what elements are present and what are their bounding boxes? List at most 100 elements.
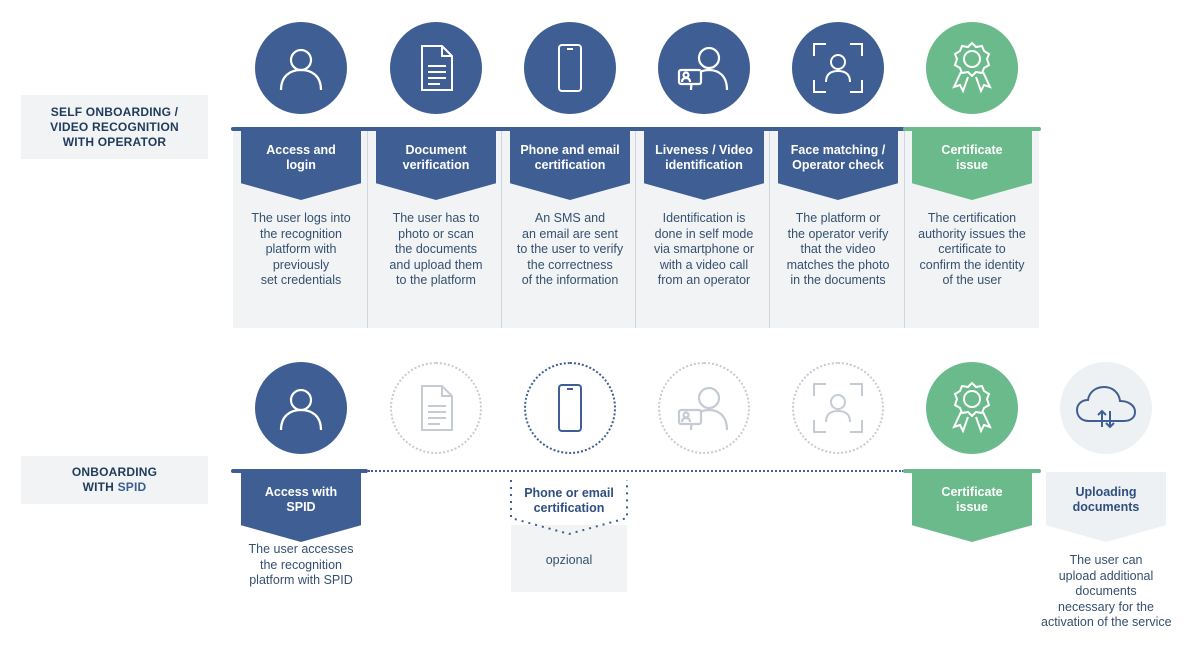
step-description: The user can upload additional documents…: [1041, 553, 1172, 631]
document-icon: [390, 362, 482, 454]
optional-panel: [511, 525, 627, 592]
desc-line: an email are sent: [522, 226, 618, 241]
row2-label-line: WITH SPID: [83, 480, 147, 495]
step-title: login: [286, 158, 316, 172]
divider: [501, 130, 502, 328]
step-title: documents: [1072, 500, 1140, 514]
desc-line: to the platform: [396, 273, 476, 287]
desc-line: matches the photo: [786, 257, 890, 272]
desc-line: with a video call: [659, 257, 749, 272]
desc-line: opzional: [545, 553, 593, 567]
step-title: Face matching /: [790, 143, 886, 157]
step-description: The user has to photo or scan the docume…: [371, 211, 501, 289]
user-icon: [255, 22, 347, 114]
row2-timeline-bar-start: [231, 469, 368, 473]
step-document-verification: Document verification: [376, 130, 496, 200]
smartphone-icon: [524, 22, 616, 114]
desc-line: photo or scan: [398, 226, 474, 241]
step-title: Operator check: [792, 158, 884, 172]
step-title: issue: [956, 158, 988, 172]
desc-line: and upload them: [389, 257, 483, 272]
desc-line: that the video: [800, 242, 876, 256]
step-access-login: Access and login: [241, 130, 361, 200]
desc-line: of the user: [942, 273, 1002, 287]
video-identification-icon: [658, 22, 750, 114]
row2-label-line: ONBOARDING: [71, 465, 158, 479]
desc-line: documents: [1075, 584, 1137, 598]
desc-line: The platform or: [795, 211, 881, 225]
step-title: verification: [402, 158, 470, 172]
desc-line: platform with SPID: [249, 573, 353, 587]
desc-line: the recognition: [259, 226, 342, 241]
desc-line: authority issues the: [918, 226, 1026, 241]
certificate-badge-icon: [926, 22, 1018, 114]
desc-line: the correctness: [527, 257, 613, 272]
desc-line: in the documents: [790, 273, 886, 287]
step-description: The platform or the operator verify that…: [773, 211, 903, 289]
step-title: Access with: [264, 485, 338, 499]
face-scan-icon: [792, 22, 884, 114]
desc-line: The certification: [927, 211, 1017, 225]
row1-label-line: WITH OPERATOR: [62, 134, 167, 149]
step-title: Liveness / Video: [655, 143, 753, 157]
step-access-spid: Access with SPID: [241, 472, 361, 542]
desc-line: via smartphone or: [653, 242, 755, 256]
cloud-upload-icon: [1060, 362, 1152, 454]
row2-label: ONBOARDING WITH SPID: [21, 456, 208, 504]
step-title: Phone or email: [524, 486, 614, 500]
desc-line: The user has to: [392, 211, 480, 225]
smartphone-icon: [524, 362, 616, 454]
step-title: Phone and email: [520, 143, 620, 157]
desc-line: The user logs into: [251, 211, 351, 225]
row1-timeline-bar: [231, 127, 905, 131]
divider: [904, 130, 905, 328]
step-phone-email-optional: Phone or email certification: [509, 478, 629, 536]
step-description: The user accesses the recognition platfo…: [236, 542, 366, 589]
spid-label: SPID: [117, 480, 147, 494]
row2-label-text: WITH: [82, 480, 118, 494]
step-liveness-video: Liveness / Video identification: [644, 130, 764, 200]
video-identification-icon: [658, 362, 750, 454]
dotted-tag-outline: [510, 480, 628, 536]
document-icon: [390, 22, 482, 114]
row2-timeline-bar-end: [903, 469, 1041, 473]
step-title: identification: [665, 158, 743, 172]
step-title: SPID: [286, 500, 316, 514]
row2-timeline-dotted: [368, 470, 904, 472]
desc-line: done in self mode: [654, 226, 754, 241]
step-title: certification: [534, 158, 606, 172]
desc-line: upload additional: [1058, 568, 1154, 583]
step-uploading-documents: Uploading documents: [1046, 472, 1166, 542]
desc-line: necessary for the: [1058, 599, 1154, 614]
desc-line: certificate to: [938, 242, 1006, 256]
step-description: Identification is done in self mode via …: [639, 211, 769, 289]
desc-line: platform with: [265, 242, 337, 256]
step-description: An SMS and an email are sent to the user…: [505, 211, 635, 289]
step-title: Access and: [266, 143, 336, 157]
desc-line: the operator verify: [787, 226, 889, 241]
row1-label-line: SELF ONBOARDING /: [50, 104, 179, 119]
divider: [367, 130, 368, 328]
user-icon: [255, 362, 347, 454]
step-phone-email-certification: Phone and email certification: [510, 130, 630, 200]
face-scan-icon: [792, 362, 884, 454]
row1-timeline-bar-end: [903, 127, 1041, 131]
divider: [769, 130, 770, 328]
desc-line: to the user to verify: [516, 242, 624, 256]
row1-label: SELF ONBOARDING / VIDEO RECOGNITION WITH…: [21, 95, 208, 159]
step-title: Uploading: [1075, 485, 1137, 499]
divider: [635, 130, 636, 328]
step-description: opzional: [504, 553, 634, 569]
step-description: The certification authority issues the c…: [907, 211, 1037, 289]
desc-line: An SMS and: [534, 211, 606, 225]
desc-line: The user accesses: [248, 542, 354, 556]
step-title: Certificate: [941, 143, 1003, 157]
step-title: Certificate: [941, 485, 1003, 499]
desc-line: Identification is: [662, 211, 746, 225]
step-face-matching: Face matching / Operator check: [778, 130, 898, 200]
step-title: certification: [533, 501, 605, 515]
desc-line: the documents: [395, 242, 477, 256]
desc-line: set credentials: [260, 273, 342, 287]
certificate-badge-icon: [926, 362, 1018, 454]
desc-line: of the information: [521, 273, 619, 287]
